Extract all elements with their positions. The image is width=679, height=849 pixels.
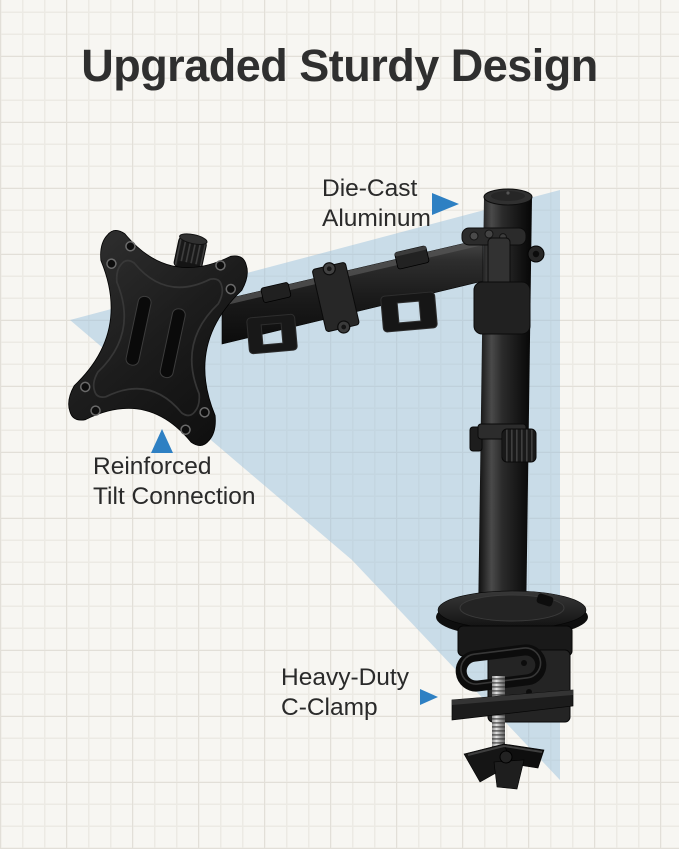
vesa-plate: [68, 230, 248, 446]
annotation-heavy-duty-c-clamp: Heavy-Duty C-Clamp: [281, 663, 409, 723]
annotation-reinforced-tilt-connection: Reinforced Tilt Connection: [93, 452, 256, 512]
arrow-right-icon: [432, 193, 459, 215]
arrow-up-icon: [151, 429, 173, 453]
label-line: C-Clamp: [281, 694, 378, 721]
label-line: Aluminum: [322, 205, 431, 232]
arm-connector-bracket: [312, 262, 360, 334]
label-line: Reinforced: [93, 453, 212, 480]
annotation-die-cast-aluminum: Die-Cast Aluminum: [322, 174, 431, 234]
cable-ring-icon: [380, 291, 438, 333]
cable-ring-icon: [246, 313, 298, 355]
vesa-screw-holes: [79, 241, 237, 435]
arrow-right-icon: [420, 689, 438, 705]
label-line: Heavy-Duty: [281, 664, 409, 691]
tightening-t-handle: [463, 743, 545, 790]
cable-clip-icon: [394, 245, 430, 270]
articulating-arm: [221, 238, 484, 355]
thumbscrew-icon: [536, 593, 554, 607]
label-line: Tilt Connection: [93, 483, 256, 510]
cable-clip-icon: [260, 282, 292, 303]
desk-clamp: [436, 590, 588, 790]
height-adjustment-collar: [469, 423, 537, 463]
label-line: Die-Cast: [322, 175, 418, 202]
arm-collar: [461, 227, 545, 335]
pole: [461, 188, 545, 624]
page-title: Upgraded Sturdy Design: [81, 40, 598, 91]
